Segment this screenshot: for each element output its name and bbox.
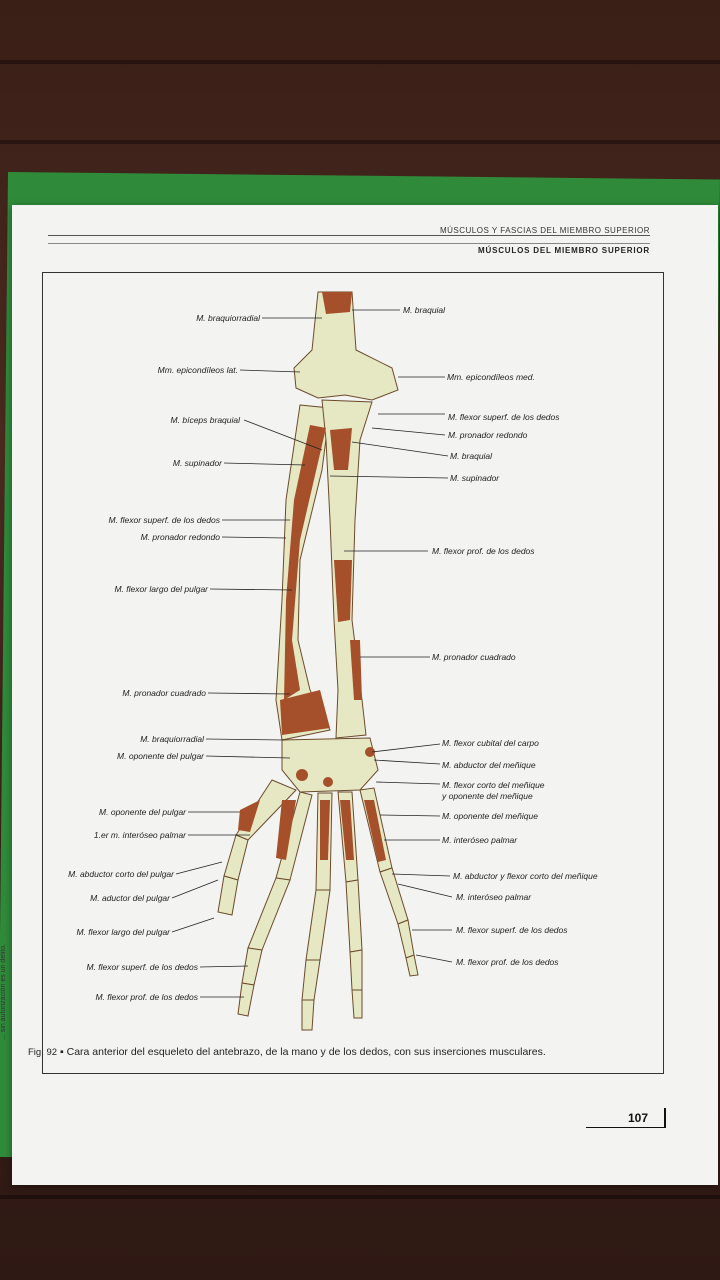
wood-grain — [0, 60, 720, 64]
label-oponente-pulgar-2: M. oponente del pulgar — [99, 807, 186, 817]
label-aductor-pulgar: M. aductor del pulgar — [90, 893, 170, 903]
label-flexor-superf-right: M. flexor superf. de los dedos — [448, 412, 560, 422]
header-rule — [48, 243, 650, 244]
label-flexor-prof-hand-left: M. flexor prof. de los dedos — [95, 992, 198, 1002]
label-braquiorradial-bottom: M. braquiorradial — [140, 734, 204, 744]
label-flexor-superf-hand-right: M. flexor superf. de los dedos — [456, 925, 568, 935]
caption-text: Cara anterior del esqueleto del antebraz… — [66, 1046, 546, 1058]
label-supinador-right: M. supinador — [450, 473, 500, 483]
header-rule — [48, 235, 650, 236]
label-epicondileos-med: Mm. epicondíleos med. — [447, 372, 535, 382]
label-braquial-right: M. braquial — [450, 451, 493, 461]
label-braquial-top: M. braquial — [403, 305, 446, 315]
label-pronador-redondo-left: M. pronador redondo — [140, 532, 220, 542]
page-number-rule — [586, 1127, 664, 1128]
label-interoseo-palmar-1: 1.er m. interóseo palmar — [93, 830, 186, 840]
figure-frame — [42, 272, 664, 1074]
label-flexor-largo-pulgar-hand: M. flexor largo del pulgar — [76, 927, 170, 937]
label-flexor-prof-hand-right: M. flexor prof. de los dedos — [456, 957, 559, 967]
label-biceps-braquial: M. bíceps braquial — [170, 415, 240, 425]
label-interoseo-palmar-right-1: M. interóseo palmar — [442, 835, 518, 845]
label-epicondileos-lat: Mm. epicondíleos lat. — [157, 365, 238, 375]
label-abductor-flexor-menique: M. abductor y flexor corto del meñique — [453, 871, 598, 881]
caption-bullet: ▪ — [59, 1046, 64, 1058]
label-flexor-corto-menique: M. flexor corto del meñique — [442, 780, 545, 790]
label-braquiorradial-top: M. braquiorradial — [196, 313, 260, 323]
figure-number: Fig. 92 — [28, 1047, 58, 1058]
label-flexor-largo-pulgar: M. flexor largo del pulgar — [114, 584, 208, 594]
wood-grain — [0, 1195, 720, 1199]
label-supinador-left: M. supinador — [172, 458, 222, 468]
label-flexor-prof-right: M. flexor prof. de los dedos — [432, 546, 535, 556]
wood-grain — [0, 140, 720, 144]
label-pronador-cuadrado-right: M. pronador cuadrado — [432, 652, 516, 662]
page-number-bar — [664, 1108, 666, 1128]
label-pronador-cuadrado-left: M. pronador cuadrado — [122, 688, 206, 698]
label-flexor-superf-hand-left: M. flexor superf. de los dedos — [86, 962, 198, 972]
label-abductor-menique: M. abductor del meñique — [442, 760, 536, 770]
figure-caption: Fig. 92 ▪ Cara anterior del esqueleto de… — [28, 1046, 668, 1058]
label-flexor-superf-left: M. flexor superf. de los dedos — [108, 515, 220, 525]
label-oponente-pulgar-1: M. oponente del pulgar — [117, 751, 204, 761]
label-abductor-corto-pulgar: M. abductor corto del pulgar — [68, 869, 174, 879]
label-interoseo-palmar-right-2: M. interóseo palmar — [456, 892, 532, 902]
page-number: 107 — [628, 1111, 649, 1125]
label-pronador-redondo-right: M. pronador redondo — [448, 430, 528, 440]
running-header-chapter: MÚSCULOS DEL MIEMBRO SUPERIOR — [478, 246, 650, 255]
label-oponente-menique-line2: y oponente del meñique — [442, 791, 533, 801]
label-oponente-menique: M. oponente del meñique — [442, 811, 538, 821]
label-flexor-cubital-carpo: M. flexor cubital del carpo — [442, 738, 539, 748]
running-header-section: MÚSCULOS Y FASCIAS DEL MIEMBRO SUPERIOR — [439, 226, 650, 235]
